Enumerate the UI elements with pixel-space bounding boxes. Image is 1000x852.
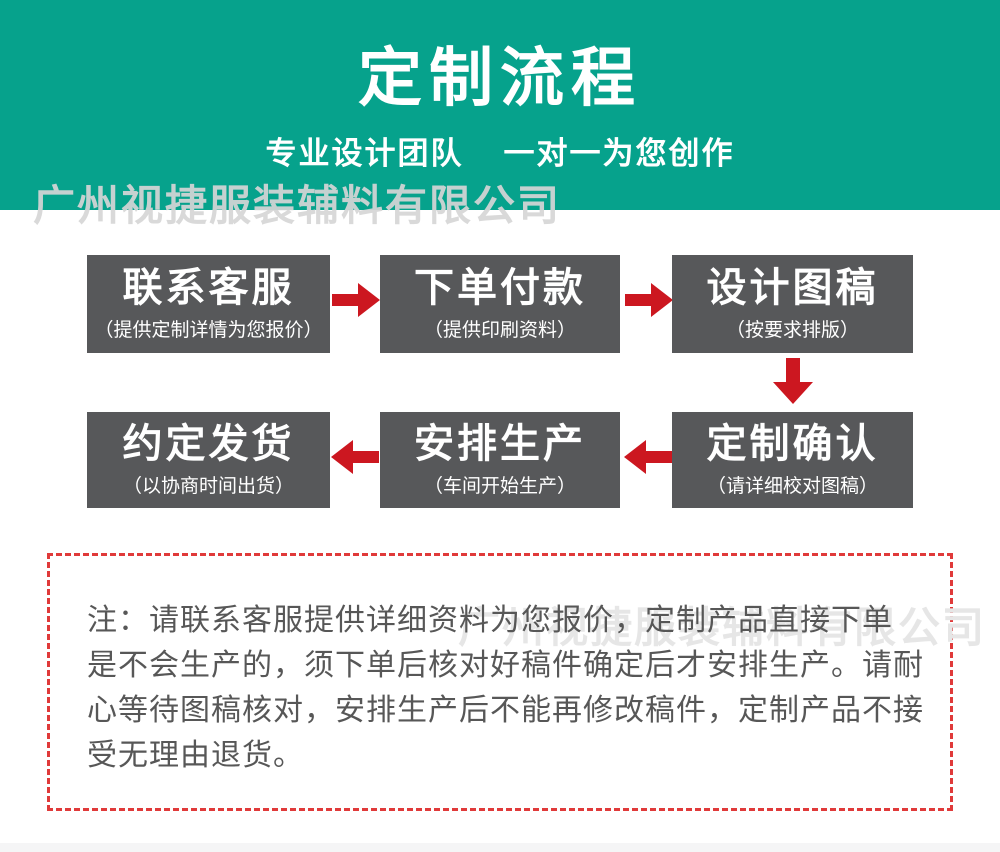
step-title: 定制确认: [706, 422, 879, 466]
flow-step-arrange-production: 安排生产 （车间开始生产）: [380, 412, 620, 508]
step-title: 下单付款: [414, 266, 586, 310]
step-caption: （请详细校对图稿）: [706, 476, 878, 497]
step-title: 约定发货: [122, 422, 295, 466]
next-section-divider: [0, 843, 1000, 852]
arrow-left-icon: [331, 437, 379, 477]
flow-step-order-payment: 下单付款 （提供印刷资料）: [380, 255, 620, 353]
step-caption: （以协商时间出货）: [122, 476, 294, 497]
hero-banner: 定制流程 专业设计团队 一对一为您创作: [0, 0, 1000, 210]
note-line: 是不会生产的，须下单后核对好稿件确定后才安排生产。请耐: [87, 649, 924, 682]
arrow-right-icon: [625, 280, 673, 320]
flow-step-design-draft: 设计图稿 （按要求排版）: [672, 255, 913, 353]
note-line: 注：请联系客服提供详细资料为您报价，定制产品直接下单: [87, 604, 893, 637]
step-title: 设计图稿: [706, 266, 879, 310]
note-line: 心等待图稿核对，安排生产后不能再修改稿件，定制产品不接: [87, 694, 924, 727]
arrow-down-icon: [770, 358, 816, 404]
note-line: 受无理由退货。: [87, 739, 304, 772]
flow-step-agreed-shipping: 约定发货 （以协商时间出货）: [87, 412, 330, 508]
flow-step-contact-service: 联系客服 （提供定制详情为您报价）: [87, 255, 330, 353]
step-title: 安排生产: [414, 422, 586, 466]
page-title: 定制流程: [358, 42, 642, 114]
step-caption: （车间开始生产）: [423, 476, 576, 497]
subtitle: 专业设计团队 一对一为您创作: [0, 128, 1000, 173]
flow-step-custom-confirm: 定制确认 （请详细校对图稿）: [672, 412, 913, 508]
arrow-right-icon: [332, 280, 380, 320]
step-title: 联系客服: [122, 266, 295, 310]
note-box: 广州视捷服装辅料有限公司 注：请联系客服提供详细资料为您报价，定制产品直接下单 …: [47, 553, 984, 811]
arrow-left-icon: [624, 437, 672, 477]
subtitle-right: 一对一为您创作: [503, 136, 735, 171]
step-caption: （按要求排版）: [725, 320, 859, 341]
step-caption: （提供印刷资料）: [423, 320, 576, 341]
note-text: 注：请联系客服提供详细资料为您报价，定制产品直接下单 是不会生产的，须下单后核对…: [87, 598, 924, 778]
step-caption: （提供定制详情为您报价）: [94, 320, 323, 341]
subtitle-left: 专业设计团队: [265, 136, 464, 171]
